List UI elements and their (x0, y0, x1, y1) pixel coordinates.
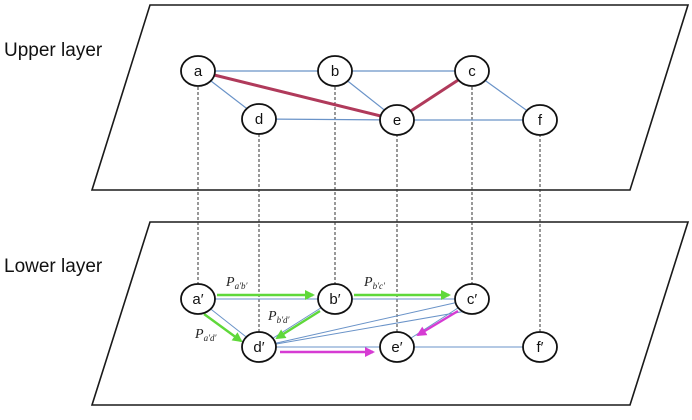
node-c-prime: c′ (454, 283, 490, 315)
node-a: a (180, 55, 216, 87)
magenta-paths (280, 309, 459, 357)
svg-text:e: e (393, 112, 401, 129)
path-label-ab: Pa′b′ (225, 275, 249, 291)
node-b: b (317, 55, 353, 87)
path-label-bd: Pb′d′ (267, 309, 291, 325)
lower-nodes: a′ b′ c′ d′ e′ f′ (180, 283, 558, 363)
svg-text:a′: a′ (192, 291, 203, 308)
edge-d2-c2-b (258, 309, 473, 348)
node-d-prime: d′ (241, 331, 277, 363)
edge-d2-c2-a (258, 298, 473, 348)
highlight-a-e (197, 69, 398, 122)
svg-text:c: c (468, 63, 476, 80)
path-label-bc: Pb′c′ (363, 275, 386, 291)
lower-plane (90, 221, 690, 406)
node-e-prime: e′ (379, 331, 415, 363)
node-f-prime: f′ (522, 331, 558, 363)
node-e: e (379, 104, 415, 136)
svg-text:d′: d′ (253, 339, 264, 356)
green-paths (203, 290, 451, 343)
node-a-prime: a′ (180, 283, 216, 315)
upper-plane (90, 4, 690, 191)
node-b-prime: b′ (317, 283, 353, 315)
path-label-ad: Pa′d′ (194, 327, 218, 343)
path-a2-d2 (203, 313, 243, 343)
node-f: f (522, 104, 558, 136)
svg-text:f′: f′ (537, 339, 544, 356)
svg-text:d: d (255, 111, 263, 128)
svg-text:f: f (538, 112, 543, 129)
path-c2-e2 (416, 309, 459, 337)
edge-d-e (258, 118, 398, 121)
upper-layer-label: Upper layer (4, 40, 103, 61)
svg-text:b: b (331, 63, 339, 80)
node-d: d (241, 103, 277, 135)
svg-text:b′: b′ (329, 291, 340, 308)
svg-text:e′: e′ (391, 339, 402, 356)
path-b2-d2 (275, 309, 321, 340)
svg-text:a: a (194, 63, 203, 80)
path-labels: Pa′b′ Pb′c′ Pb′d′ Pa′d′ (194, 275, 386, 343)
svg-text:c′: c′ (467, 291, 478, 308)
lower-layer-label: Lower layer (4, 256, 103, 277)
upper-nodes: a b c d e f (180, 55, 558, 136)
node-c: c (454, 55, 490, 87)
